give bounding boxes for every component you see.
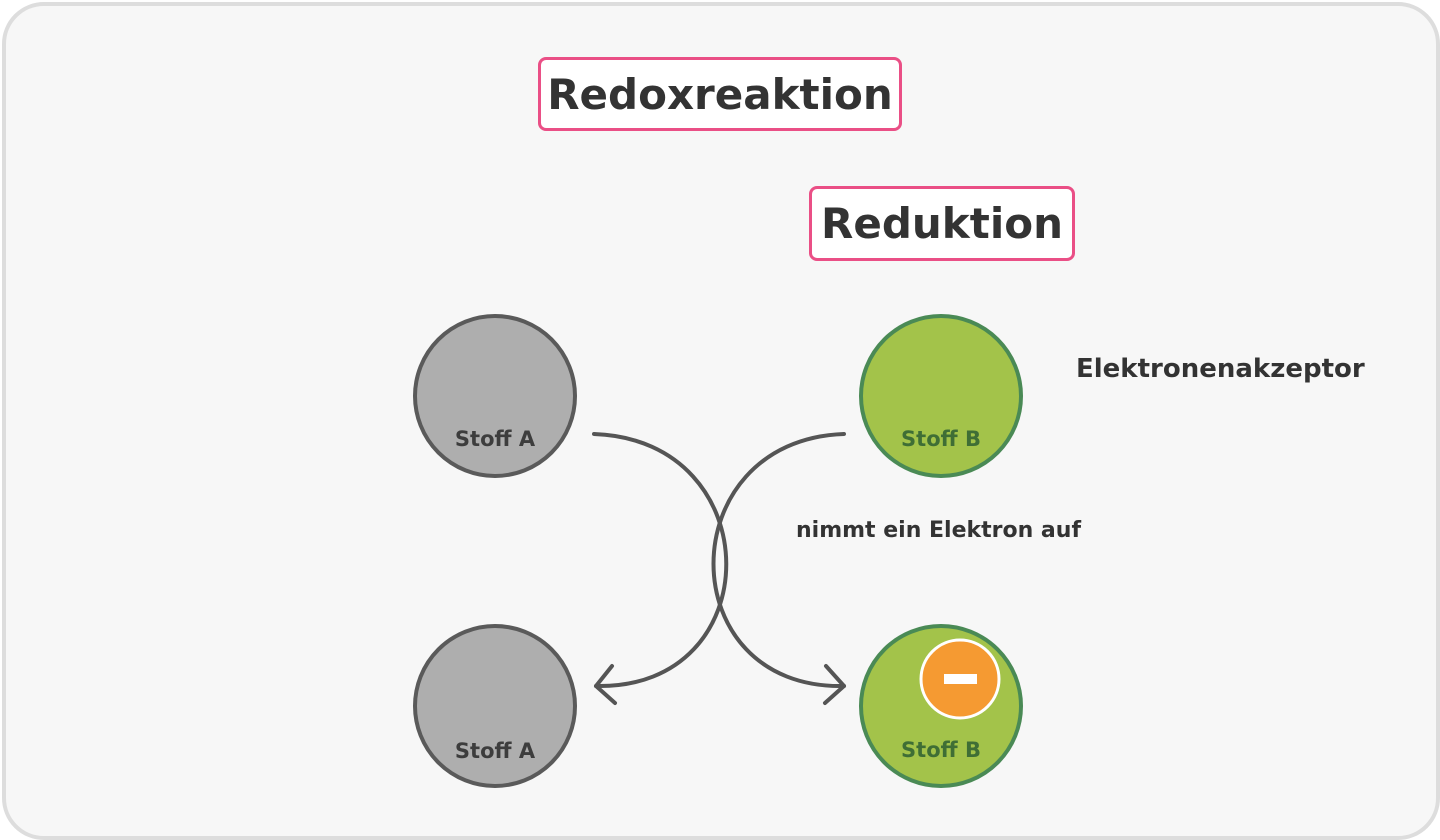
reduction-arrowhead [823, 664, 846, 705]
substance-a-bottom-label: Stoff A [455, 739, 536, 763]
electron-transfer-label: nimmt ein Elektron auf [796, 518, 1082, 543]
main-title: Redoxreaktion [538, 57, 902, 131]
substance-b-top: Stoff B [859, 314, 1023, 478]
electron-icon [919, 638, 1001, 720]
substance-b-top-label: Stoff B [901, 427, 981, 451]
substance-a-top: Stoff A [413, 314, 577, 478]
oxidation-arrow [592, 432, 729, 705]
oxidation-arrow-curve [592, 432, 729, 689]
substance-b-bottom-label: Stoff B [901, 738, 981, 762]
main-title-text: Redoxreaktion [547, 69, 893, 119]
reduction-arrow-curve [711, 432, 846, 689]
oxidation-arrowhead [594, 664, 617, 705]
reduction-arrow [711, 432, 846, 705]
substance-a-bottom: Stoff A [413, 624, 577, 788]
substance-b-top-circle [859, 314, 1023, 478]
substance-a-bottom-circle [413, 624, 577, 788]
minus-sign-icon [944, 674, 977, 684]
substance-a-top-label: Stoff A [455, 427, 536, 451]
substance-a-top-circle [413, 314, 577, 478]
elektronenakzeptor-label: Elektronenakzeptor [1076, 354, 1365, 384]
sub-title-text: Reduktion [821, 199, 1063, 248]
sub-title-reduktion: Reduktion [809, 186, 1075, 261]
